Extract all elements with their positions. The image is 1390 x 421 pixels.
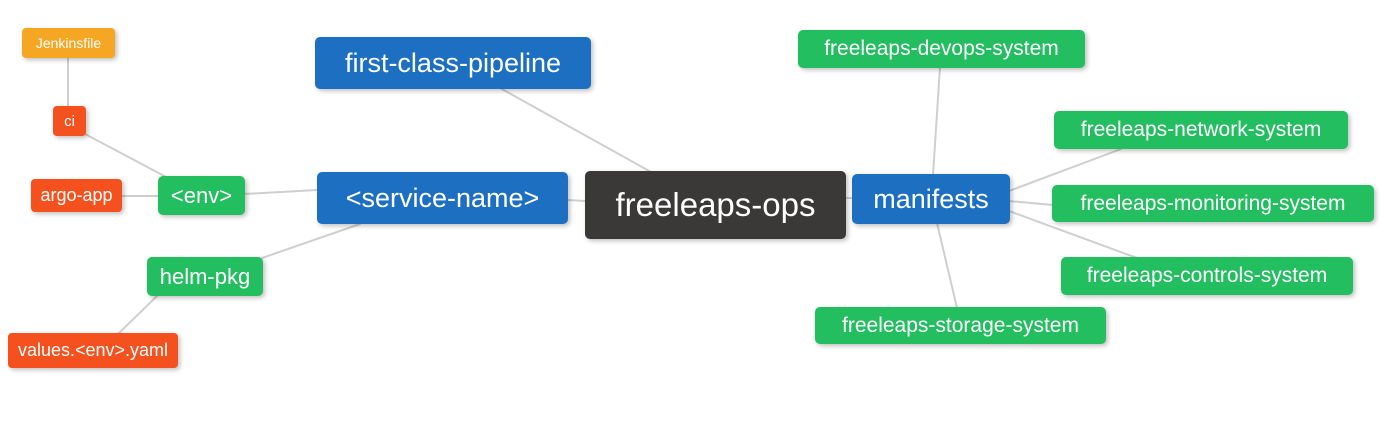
node-freeleaps-network-system[interactable]: freeleaps-network-system [1054, 111, 1348, 149]
node-jenkinsfile[interactable]: Jenkinsfile [22, 28, 115, 58]
edge-ci-env [84, 133, 169, 179]
edge-manifests-monitoring [1008, 200, 1054, 206]
node-root-freeleaps-ops[interactable]: freeleaps-ops [585, 171, 846, 239]
edge-service-name-ops [566, 199, 587, 202]
node-values-env-yaml[interactable]: values.<env>.yaml [8, 333, 178, 368]
node-freeleaps-monitoring-system[interactable]: freeleaps-monitoring-system [1052, 185, 1374, 222]
node-helm-pkg[interactable]: helm-pkg [147, 257, 263, 296]
node-ci[interactable]: ci [53, 106, 86, 136]
edge-helm-pkg-service-name [261, 223, 361, 259]
edge-manifests-storage [936, 222, 958, 309]
edge-env-service-name [243, 189, 318, 195]
node-env[interactable]: <env> [158, 176, 245, 215]
node-argo-app[interactable]: argo-app [31, 179, 122, 212]
edge-manifests-devops [932, 66, 941, 176]
node-service-name[interactable]: <service-name> [317, 172, 568, 224]
node-first-class-pipeline[interactable]: first-class-pipeline [315, 37, 591, 89]
node-freeleaps-devops-system[interactable]: freeleaps-devops-system [798, 30, 1085, 68]
node-freeleaps-storage-system[interactable]: freeleaps-storage-system [815, 307, 1106, 344]
node-freeleaps-controls-system[interactable]: freeleaps-controls-system [1061, 257, 1353, 295]
edge-values-helm-pkg [117, 294, 159, 335]
node-manifests[interactable]: manifests [852, 174, 1010, 224]
edge-pipeline-ops [499, 87, 652, 173]
